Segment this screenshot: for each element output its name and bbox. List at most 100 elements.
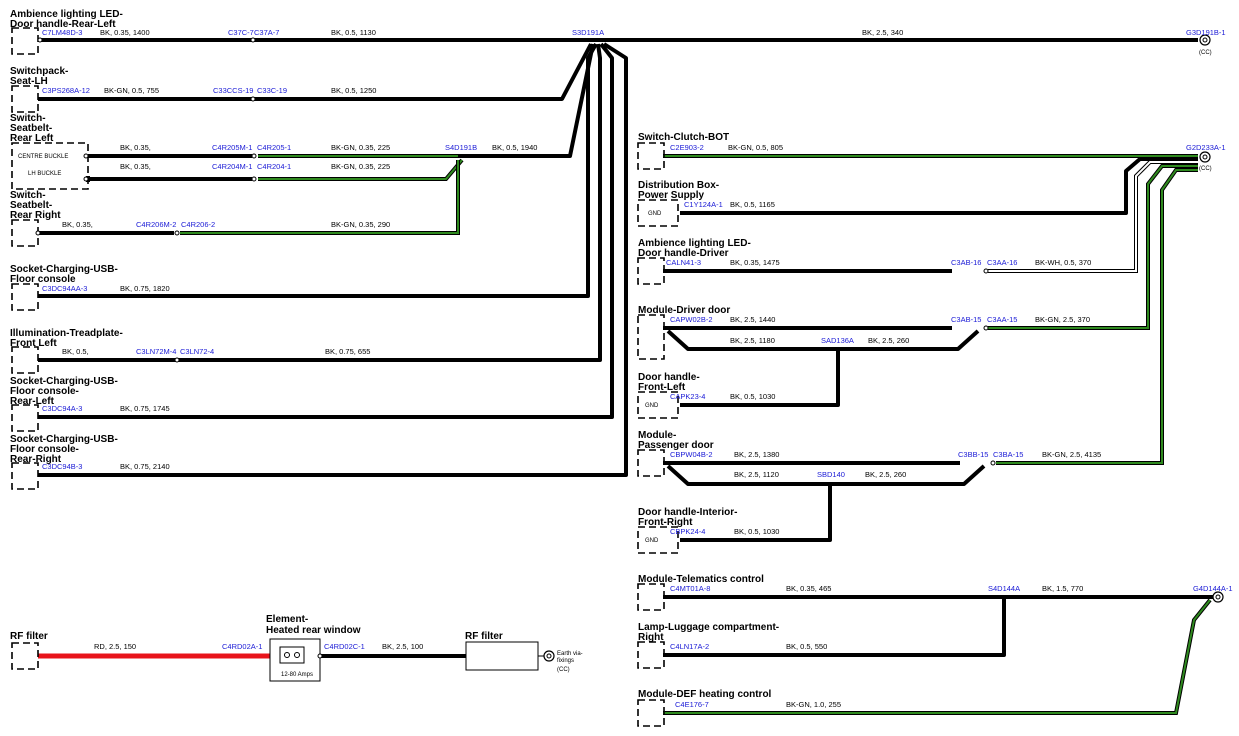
title-belt-rr-1: Switch-: [10, 190, 46, 201]
conn-c2e903[interactable]: C2E903-2: [670, 143, 704, 152]
conn-c7lm48d[interactable]: C7LM48D-3: [42, 28, 82, 37]
wire-lamp-lug[interactable]: [663, 597, 1006, 657]
conn-cbpw04b[interactable]: CBPW04B-2: [670, 450, 713, 459]
conn-sad136a[interactable]: SAD136A: [821, 336, 854, 345]
box-def[interactable]: [637, 699, 665, 727]
box-amb-driver[interactable]: [637, 257, 665, 285]
conn-c3ba15[interactable]: C3BA-15: [993, 450, 1023, 459]
conn-g4d144a[interactable]: G4D144A-1: [1193, 584, 1233, 593]
conn-c3aa15[interactable]: C3AA-15: [987, 315, 1017, 324]
conn-c37a[interactable]: C37A-7: [254, 28, 279, 37]
wire-usb-floor[interactable]: [38, 43, 598, 298]
spec-w18: BK, 0.5, 550: [786, 642, 827, 651]
conn-c4ln17a[interactable]: C4LN17A-2: [670, 642, 709, 651]
pin: [37, 37, 43, 43]
pins: [35, 34, 1224, 662]
title-amb-driver-1: Ambience lighting LED-: [638, 238, 751, 249]
conn-c3ab15[interactable]: C3AB-15: [951, 315, 981, 324]
box-mod-pass[interactable]: [637, 449, 665, 477]
wire-seat-lh[interactable]: [38, 43, 593, 101]
pin: [251, 176, 257, 182]
title-clutch: Switch-Clutch-BOT: [638, 132, 729, 143]
conn-c4rd02c[interactable]: C4RD02C-1: [324, 642, 365, 651]
conn-c4e176[interactable]: C4E176-7: [675, 700, 709, 709]
title-usb-rl-3: Rear-Left: [10, 396, 55, 407]
box-usb-rl[interactable]: [11, 404, 39, 432]
box-treadplate[interactable]: [11, 346, 39, 374]
conn-c33cc[interactable]: C33CCS-19: [213, 86, 253, 95]
title-heated-rw-2: Heated rear window: [266, 625, 361, 636]
conn-c4mt01a[interactable]: C4MT01A-8: [670, 584, 710, 593]
conn-s4d191b[interactable]: S4D191B: [445, 143, 477, 152]
pin: [250, 96, 256, 102]
spec-w17a: BK, 0.35, 465: [786, 584, 831, 593]
conn-c3dc94aa[interactable]: C3DC94AA-3: [42, 284, 87, 293]
conn-c3ln72[interactable]: C3LN72-4: [180, 347, 214, 356]
spec-w10: BK-GN, 0.5, 805: [728, 143, 783, 152]
conn-caln41[interactable]: CALN41-3: [666, 258, 701, 267]
fuse-pin-right: [294, 652, 300, 658]
box-clutch[interactable]: [637, 142, 665, 170]
conn-capw02b[interactable]: CAPW02B-2: [670, 315, 713, 324]
box-seatbelt-rr[interactable]: [11, 219, 39, 247]
conn-c1y124a[interactable]: C1Y124A-1: [684, 200, 723, 209]
wire-sbd140-drop[interactable]: [680, 484, 832, 542]
wire-dist-box[interactable]: [680, 157, 1198, 215]
conn-c3dc94a[interactable]: C3DC94A-3: [42, 404, 82, 413]
conn-capk23[interactable]: CAPK23-4: [670, 392, 705, 401]
box-rf-filter1[interactable]: [11, 642, 39, 670]
wire-usb-rr[interactable]: [38, 42, 628, 477]
conn-g2-cc: (CC): [1199, 166, 1212, 172]
label-centre-buckle: CENTRE BUCKLE: [18, 154, 68, 160]
conn-g3d191b[interactable]: G3D191B-1: [1186, 28, 1226, 37]
wire-amb-driver-wh[interactable]: [988, 160, 1198, 273]
conn-s4d144a[interactable]: S4D144A: [988, 584, 1020, 593]
box-seat-lh[interactable]: [11, 85, 39, 113]
conn-s3d191a[interactable]: S3D191A: [572, 28, 604, 37]
conn-c4r205m[interactable]: C4R205M-1: [212, 143, 252, 152]
wire-lh-buckle[interactable]: [86, 176, 252, 182]
conn-c4r204[interactable]: C4R204-1: [257, 162, 291, 171]
wire-s4d191b[interactable]: [458, 43, 595, 158]
conn-g3-cc: (CC): [1199, 50, 1212, 56]
title-belt-rl-3: Rear Left: [10, 133, 54, 144]
box-rf-filter2[interactable]: [465, 641, 539, 671]
wire-mod-driver-gn[interactable]: [988, 164, 1198, 330]
conn-c4r205[interactable]: C4R205-1: [257, 143, 291, 152]
title-seat-lh-1: Switchpack-: [10, 66, 68, 77]
box-usb-rr[interactable]: [11, 462, 39, 490]
connector-labels: C7LM48D-3 C37C-7 C37A-7 S3D191A G3D191B-…: [42, 28, 1233, 709]
box-seatbelt-rl[interactable]: [11, 142, 89, 190]
wire-usb-rl[interactable]: [38, 42, 614, 419]
box-lamp-lug[interactable]: [637, 641, 665, 669]
conn-g2d233a[interactable]: G2D233A-1: [1186, 143, 1226, 152]
conn-cbpk24[interactable]: CBPK24-4: [670, 527, 705, 536]
wire-mod-driver-loop[interactable]: [666, 329, 980, 351]
box-telematics[interactable]: [637, 583, 665, 611]
wire-treadplate[interactable]: [38, 43, 602, 362]
box-amb-rear-left[interactable]: [11, 27, 39, 55]
conn-c3ln72m[interactable]: C3LN72M-4: [136, 347, 176, 356]
conn-c3dc94b[interactable]: C3DC94B-3: [42, 462, 82, 471]
box-usb-floor[interactable]: [11, 283, 39, 311]
conn-c4r204m[interactable]: C4R204M-1: [212, 162, 252, 171]
wire-mod-pass-gn-inner: [996, 169, 1198, 464]
conn-c4rd02a[interactable]: C4RD02A-1: [222, 642, 262, 651]
ground-eyelet-icon: [546, 653, 552, 659]
conn-c3ps268a[interactable]: C3PS268A-12: [42, 86, 90, 95]
spec-w4b: BK-GN, 0.35, 225: [331, 162, 390, 171]
wire-mod-pass-loop[interactable]: [666, 464, 986, 486]
conn-c4r206m[interactable]: C4R206M-2: [136, 220, 176, 229]
conn-c3ab16[interactable]: C3AB-16: [951, 258, 981, 267]
conn-c37c[interactable]: C37C-7: [228, 28, 254, 37]
conn-sbd140[interactable]: SBD140: [817, 470, 845, 479]
spec-w13b: BK-GN, 2.5, 370: [1035, 315, 1090, 324]
conn-c3aa16[interactable]: C3AA-16: [987, 258, 1017, 267]
box-mod-driver[interactable]: [637, 314, 665, 360]
title-dh-fr-2: Front-Right: [638, 517, 693, 528]
conn-c33c[interactable]: C33C-19: [257, 86, 287, 95]
conn-c3bb15[interactable]: C3BB-15: [958, 450, 988, 459]
title-def: Module-DEF heating control: [638, 689, 772, 700]
wire-sad136a-drop[interactable]: [680, 349, 840, 407]
conn-c4r206[interactable]: C4R206-2: [181, 220, 215, 229]
